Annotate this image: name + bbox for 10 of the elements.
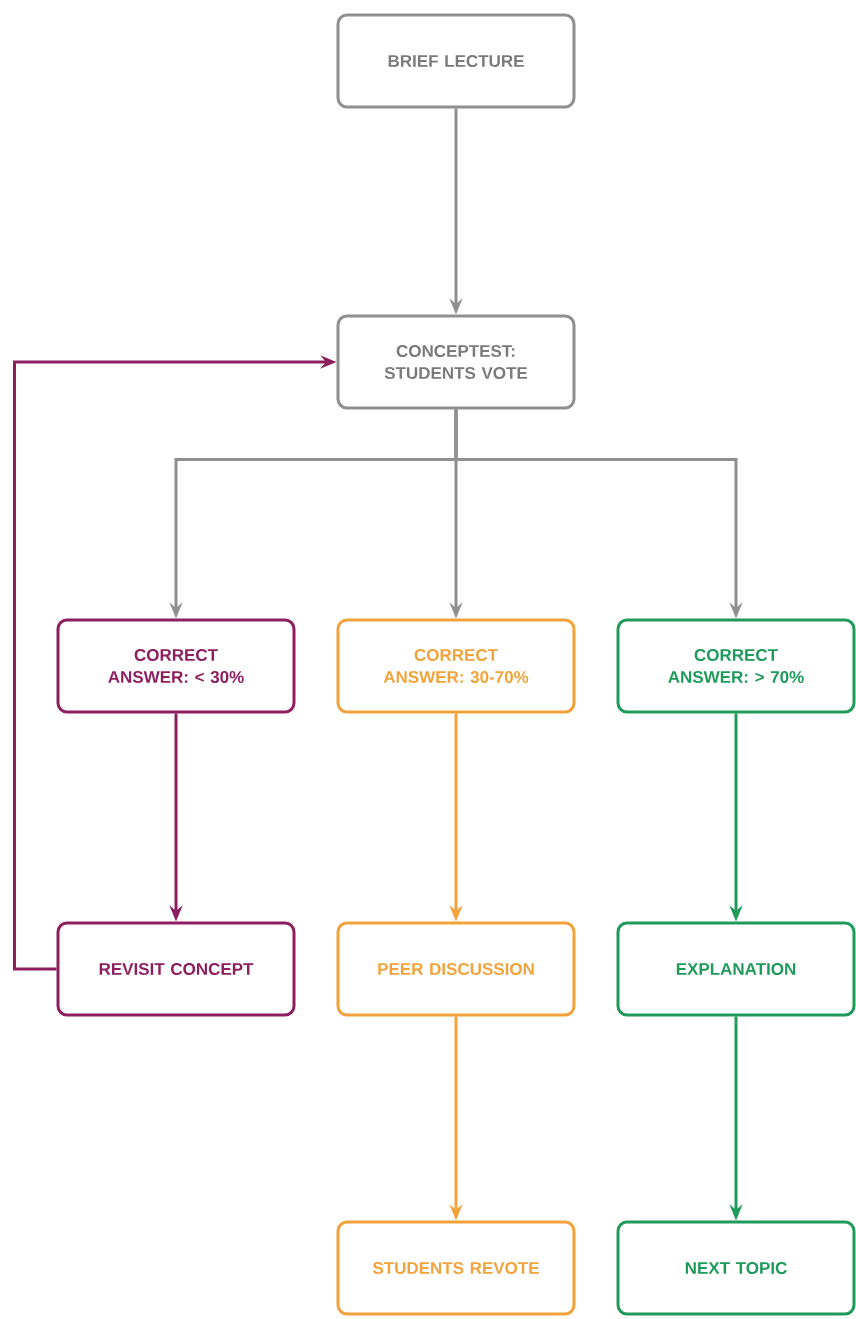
process-box: BRIEF LECTURE	[336, 13, 576, 109]
process-box: NEXT TOPIC	[616, 1220, 856, 1316]
process-box: REVISIT CONCEPT	[56, 921, 296, 1017]
process-box: STUDENTS REVOTE	[336, 1220, 576, 1316]
process-box: PEER DISCUSSION	[336, 921, 576, 1017]
process-box: CONCEPTEST: STUDENTS VOTE	[336, 314, 576, 410]
process-box: CORRECT ANSWER: 30-70%	[336, 618, 576, 714]
process-box: CORRECT ANSWER: > 70%	[616, 618, 856, 714]
process-box: CORRECT ANSWER: < 30%	[56, 618, 296, 714]
process-box: EXPLANATION	[616, 921, 856, 1017]
